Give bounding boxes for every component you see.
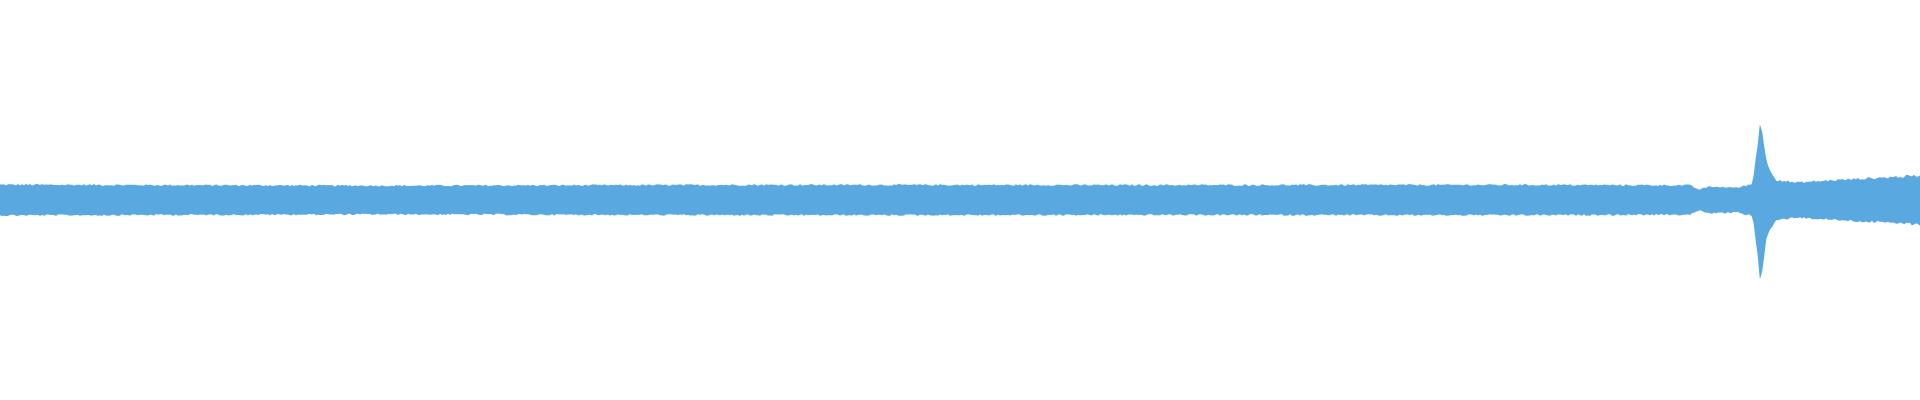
waveform-envelope	[0, 125, 1920, 279]
